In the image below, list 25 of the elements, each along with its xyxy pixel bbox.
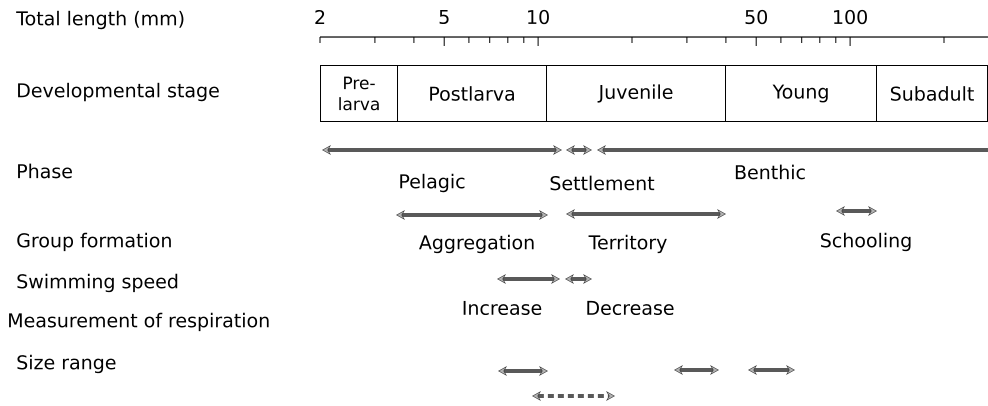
stage-box: Postlarva [397,65,547,122]
range-label: Decrease [587,300,674,316]
range-label: Territory [588,234,667,254]
range-label: Increase [464,300,542,316]
row-label: Swimming speed [17,274,178,292]
stage-box: Juvenile [546,65,726,122]
tick-label: 100 [834,10,867,24]
range-label: Schooling [821,232,911,252]
tick-label: 2 [315,10,324,24]
row-label: Developmental stage [18,82,219,102]
range-label: Pelagic [400,174,464,192]
stage-box: Subadult [876,65,988,122]
range-label: Benthic [736,164,805,180]
tick-label: 50 [746,10,768,24]
row-label: Measurement of respiration [9,312,269,332]
row-label: Total length (mm) [16,10,184,30]
row-label: Group formation [17,232,171,252]
stage-box: Pre- larva [320,65,398,122]
range-label: Aggregation [419,234,534,254]
row-label: Size range [17,354,116,374]
row-label: Phase [18,164,72,178]
tick-label: 10 [528,10,549,24]
tick-label: 5 [440,10,449,24]
stage-box: Young [725,65,877,122]
range-label: Settlement [550,176,654,190]
